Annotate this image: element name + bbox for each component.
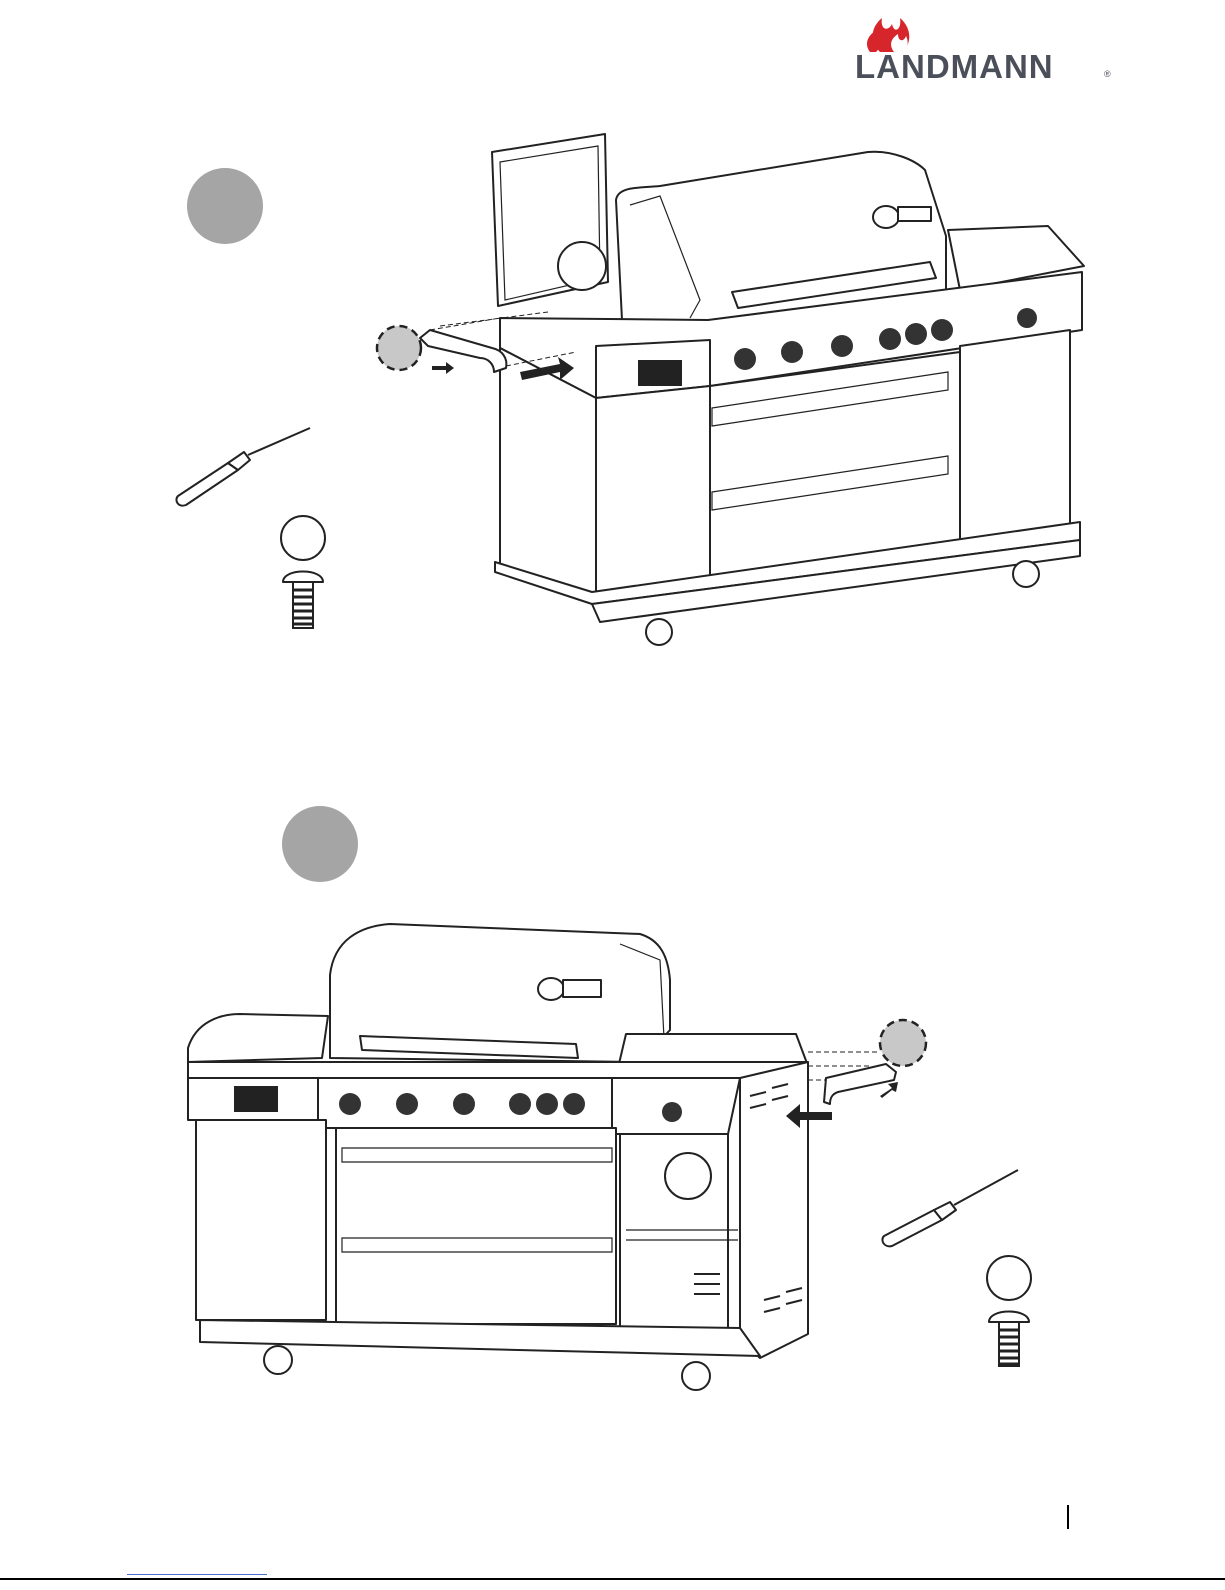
brand-name: LANDMANN <box>855 48 1054 85</box>
flame-icon <box>867 18 909 52</box>
footer-rule <box>0 1578 1225 1580</box>
screw-callout-circle <box>665 1153 711 1199</box>
step-2-illustration <box>188 806 1031 1390</box>
step-1-illustration <box>176 134 1084 645</box>
screw-icon <box>281 516 325 628</box>
grill-right-view <box>188 924 926 1390</box>
handle-callout-circle <box>377 326 421 370</box>
handle-callout-circle <box>880 1020 926 1066</box>
screw-callout-circle <box>558 242 606 290</box>
step-1-number-circle <box>187 168 263 244</box>
footer-link-rule <box>127 1574 267 1575</box>
registered-mark: ® <box>1104 69 1111 79</box>
screw-icon <box>987 1256 1031 1366</box>
brand-logo: LANDMANN ® <box>855 18 1111 85</box>
step-2-number-circle <box>282 806 358 882</box>
screwdriver-icon <box>176 428 310 506</box>
grill-left-view <box>377 134 1084 645</box>
arrow-icon <box>880 1082 898 1098</box>
screwdriver-icon <box>882 1170 1018 1246</box>
arrow-icon <box>432 362 454 374</box>
page-number-marker <box>1067 1505 1069 1529</box>
